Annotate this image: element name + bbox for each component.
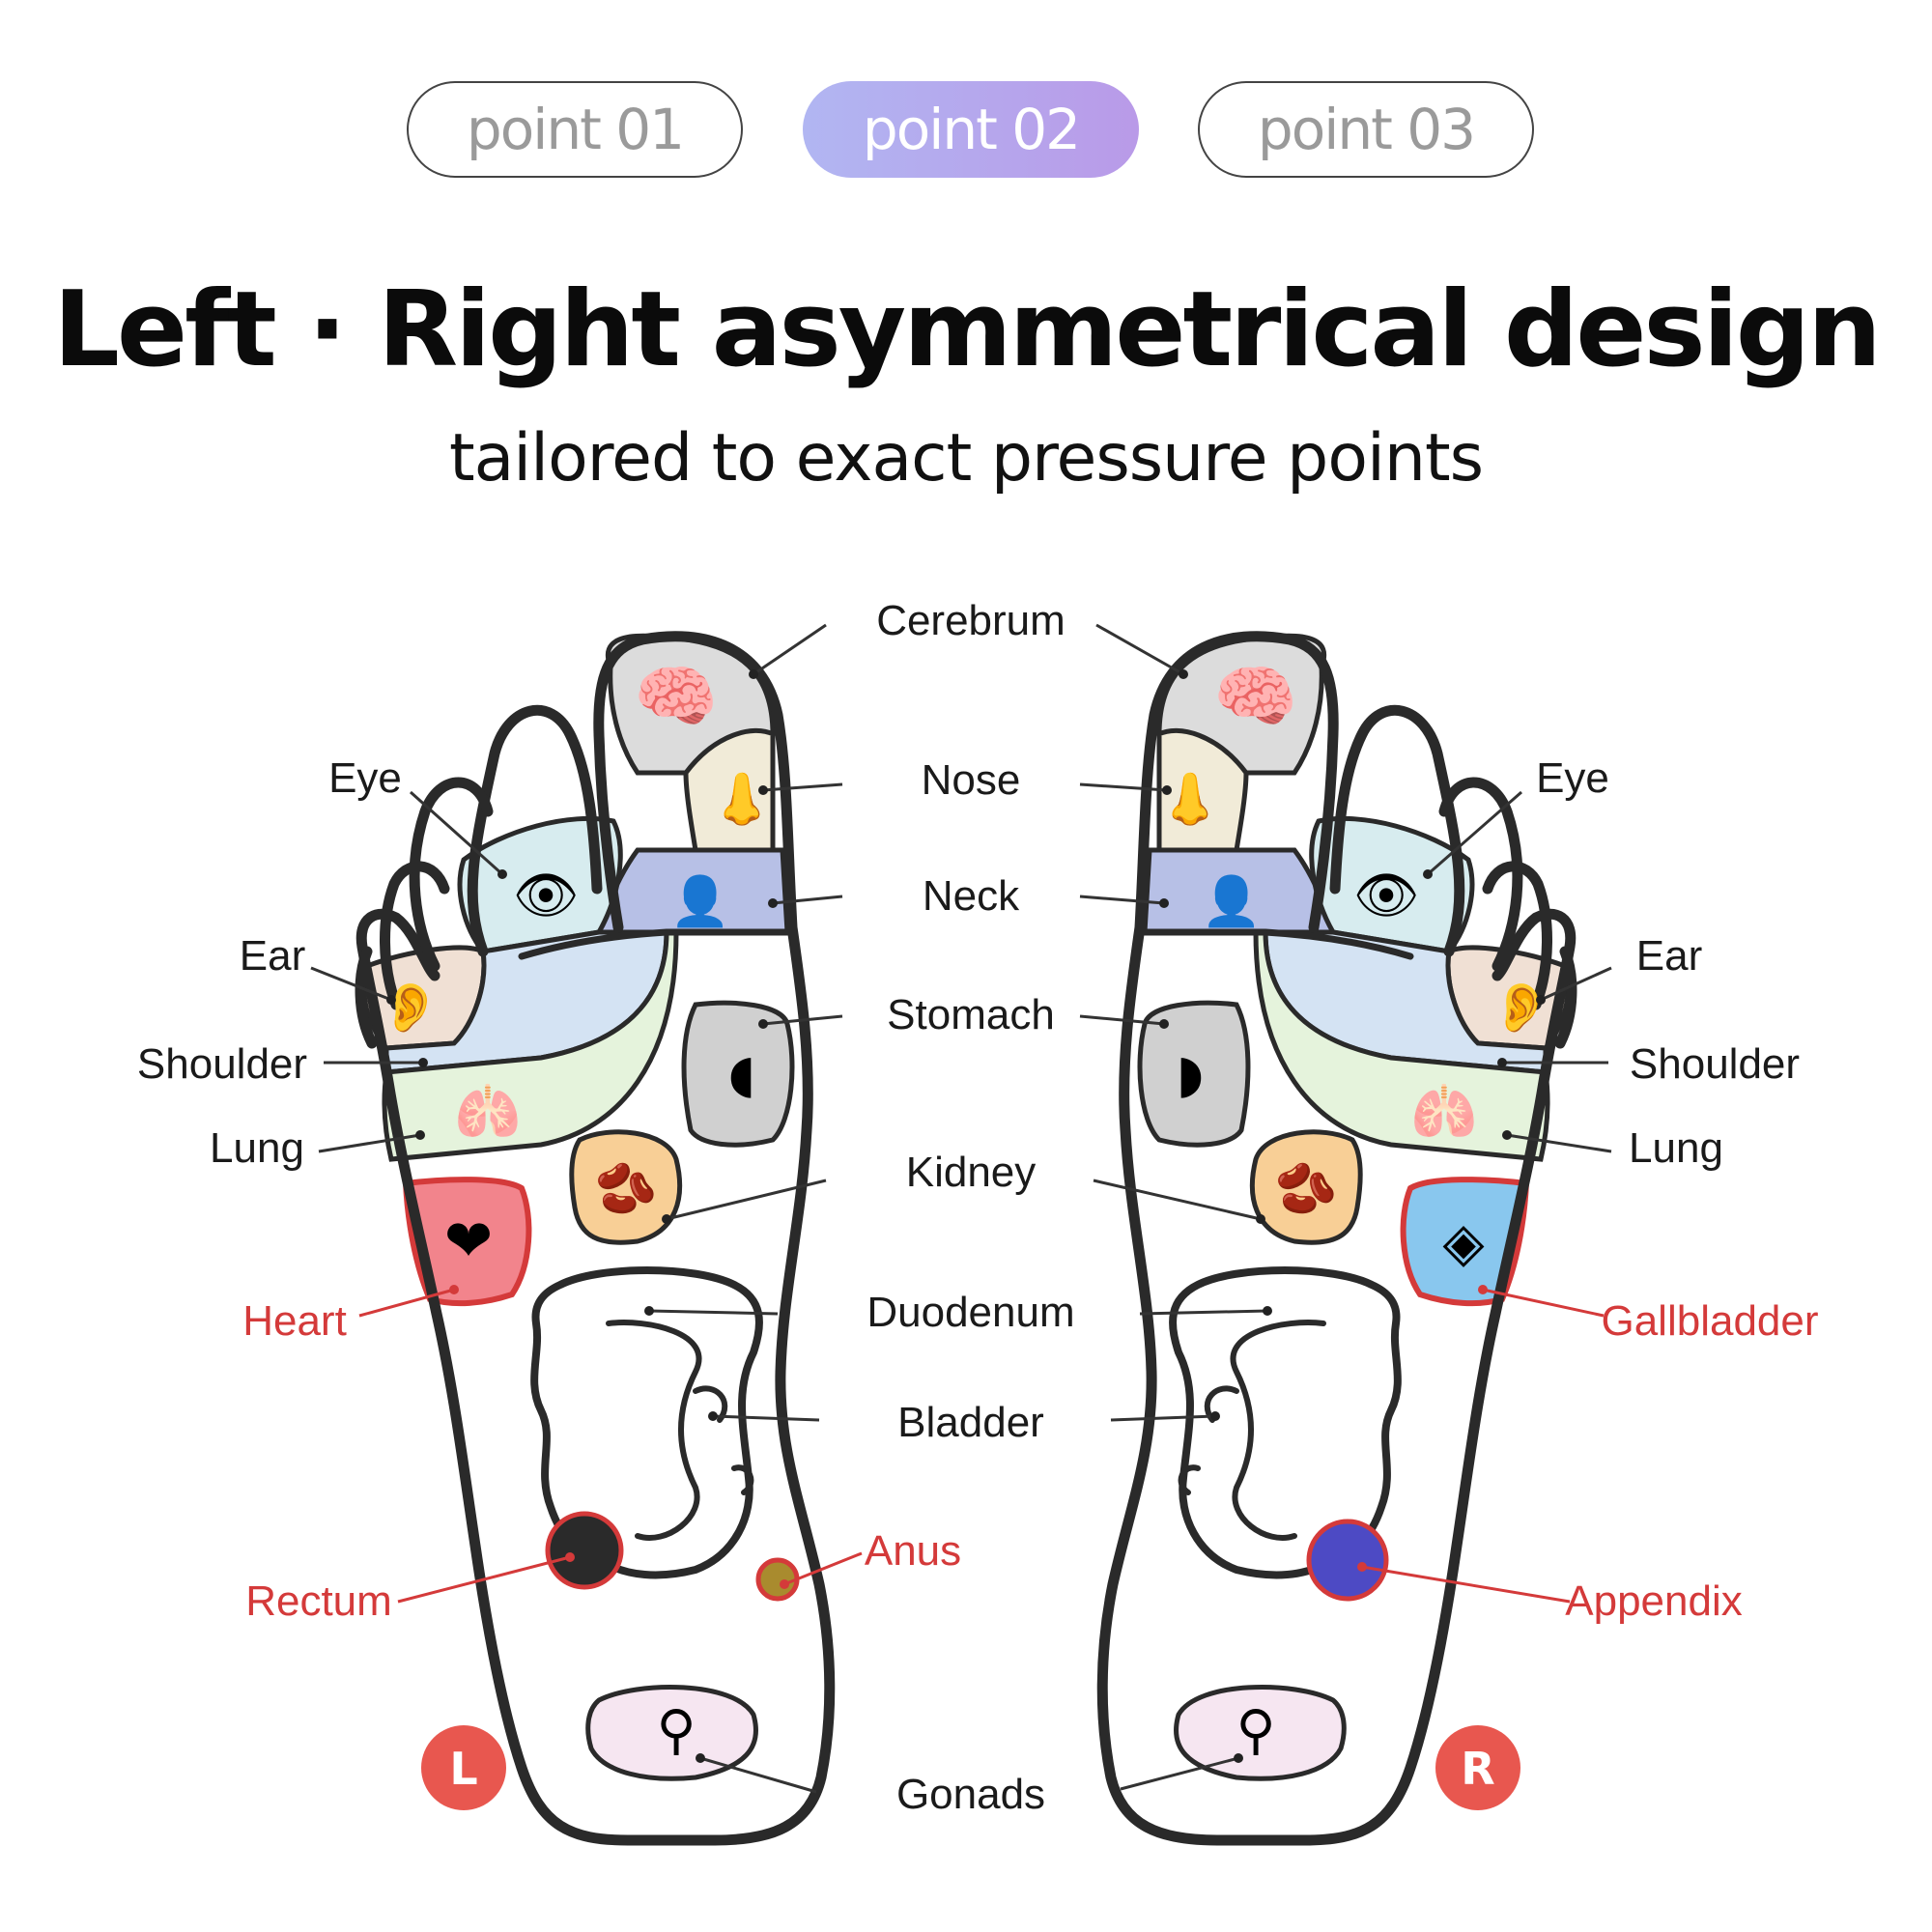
left-label-heart: Heart (242, 1297, 347, 1345)
left-rectum-point[interactable] (545, 1511, 624, 1590)
right-lung-icon: 🫁 (1410, 1081, 1478, 1144)
right-badge-text: R (1461, 1743, 1494, 1795)
left-label-ear: Ear (240, 932, 305, 980)
right-gonads-zone (1174, 1684, 1347, 1781)
left-label-eye: Eye (328, 754, 402, 802)
left-label-anus: Anus (865, 1527, 961, 1575)
center-labels: Cerebrum Nose Neck Stomach Kidney Duoden… (644, 597, 1272, 1818)
left-brain-icon: 🧠 (634, 657, 718, 736)
right-appendix-point[interactable] (1306, 1519, 1389, 1602)
right-toe-4 (1482, 861, 1552, 1010)
right-stomach-icon: ◗ (1177, 1043, 1204, 1104)
left-label-shoulder: Shoulder (137, 1040, 307, 1088)
left-intestine-inner (606, 1320, 702, 1541)
right-foot: 🧠 👃 👤 👁 👂 ◗ 🫘 🫁 ◈ ⚲ R (1096, 631, 1577, 1846)
right-label-lung: Lung (1629, 1124, 1723, 1172)
left-lung-icon: 🫁 (454, 1081, 522, 1144)
right-ear-icon: 👂 (1492, 980, 1551, 1036)
right-foot-outline (1096, 631, 1577, 1846)
left-badge (421, 1725, 506, 1810)
left-bladder-curl (693, 1385, 754, 1495)
right-label-appendix: Appendix (1565, 1577, 1742, 1625)
label-bladder: Bladder (897, 1399, 1044, 1446)
left-kidney-icon: 🫘 (595, 1158, 658, 1218)
right-label-eye: Eye (1536, 754, 1609, 802)
right-kidney-icon: 🫘 (1275, 1158, 1338, 1218)
right-kidney-zone (1249, 1129, 1363, 1245)
left-heart-zone (402, 1177, 532, 1307)
left-toe-5 (355, 946, 378, 1049)
right-side-labels: Eye Ear Shoulder Lung Gallbladder Append… (1357, 754, 1819, 1625)
left-toe-4 (380, 861, 450, 1010)
right-neck-icon: 👤 (1202, 873, 1262, 929)
left-stomach-zone (681, 1000, 795, 1148)
right-eye-zone (1309, 815, 1475, 954)
page-title: Left · Right asymmetrical design (53, 270, 1882, 390)
right-toe-3 (1438, 777, 1523, 972)
page-subtitle: tailored to exact pressure points (448, 420, 1484, 497)
tab-point-02[interactable]: point 02 (803, 81, 1139, 178)
left-toe-divider (518, 928, 796, 960)
right-label-ear: Ear (1636, 932, 1702, 980)
point-tabs: point 01 point 02 point 03 (0, 81, 1932, 182)
label-duodenum: Duodenum (867, 1289, 1074, 1336)
right-nose-zone (1156, 727, 1249, 858)
right-badge (1435, 1725, 1520, 1810)
right-toe-2 (1329, 704, 1465, 957)
left-side-labels: Eye Ear Shoulder Lung Heart Rectum Anus (137, 754, 961, 1625)
left-eye-icon: 👁 (513, 865, 580, 925)
label-gonads: Gonads (896, 1771, 1045, 1818)
tab-point-01[interactable]: point 01 (407, 81, 743, 178)
right-gallbladder-icon: ◈ (1442, 1211, 1484, 1274)
left-intestine (530, 1266, 763, 1579)
label-stomach: Stomach (887, 991, 1055, 1038)
right-label-gallbladder: Gallbladder (1601, 1297, 1818, 1345)
right-lung-zone (1253, 929, 1550, 1162)
right-intestine-inner (1230, 1320, 1326, 1541)
label-neck: Neck (923, 872, 1020, 920)
right-gonads-icon: ⚲ (1236, 1699, 1275, 1762)
label-kidney: Kidney (906, 1149, 1037, 1196)
right-bladder-curl (1178, 1385, 1239, 1495)
left-foot-outline (355, 631, 836, 1846)
left-label-rectum: Rectum (245, 1577, 392, 1625)
right-nose-icon: 👃 (1159, 770, 1222, 829)
left-foot: 🧠 👃 👤 👁 👂 ◖ 🫘 🫁 ❤ ⚲ L (355, 631, 836, 1846)
left-badge-text: L (449, 1743, 477, 1795)
left-heart-icon: ❤ (444, 1208, 493, 1275)
label-cerebrum: Cerebrum (876, 597, 1065, 644)
right-intestine (1169, 1266, 1402, 1579)
label-nose: Nose (922, 756, 1021, 804)
left-toe-3 (409, 777, 494, 972)
right-stomach-zone (1137, 1000, 1251, 1148)
left-neck-icon: 👤 (670, 873, 730, 929)
tab-point-03[interactable]: point 03 (1198, 81, 1534, 178)
left-ear-icon: 👂 (381, 980, 440, 1036)
right-eye-icon: 👁 (1353, 865, 1420, 925)
left-nose-icon: 👃 (711, 770, 774, 829)
right-gallbladder-zone (1400, 1177, 1530, 1307)
left-eye-zone (457, 815, 623, 954)
left-stomach-icon: ◖ (728, 1043, 755, 1104)
left-gonads-icon: ⚲ (656, 1699, 696, 1762)
right-toe-5 (1554, 946, 1577, 1049)
left-anus-point[interactable] (755, 1557, 800, 1602)
left-toe-2 (467, 704, 603, 957)
left-gonads-zone (585, 1684, 758, 1781)
left-label-lung: Lung (210, 1124, 304, 1172)
right-brain-icon: 🧠 (1213, 657, 1297, 736)
right-toe-divider (1136, 928, 1414, 960)
left-nose-zone (683, 727, 776, 858)
right-label-shoulder: Shoulder (1630, 1040, 1800, 1088)
left-kidney-zone (569, 1129, 683, 1245)
